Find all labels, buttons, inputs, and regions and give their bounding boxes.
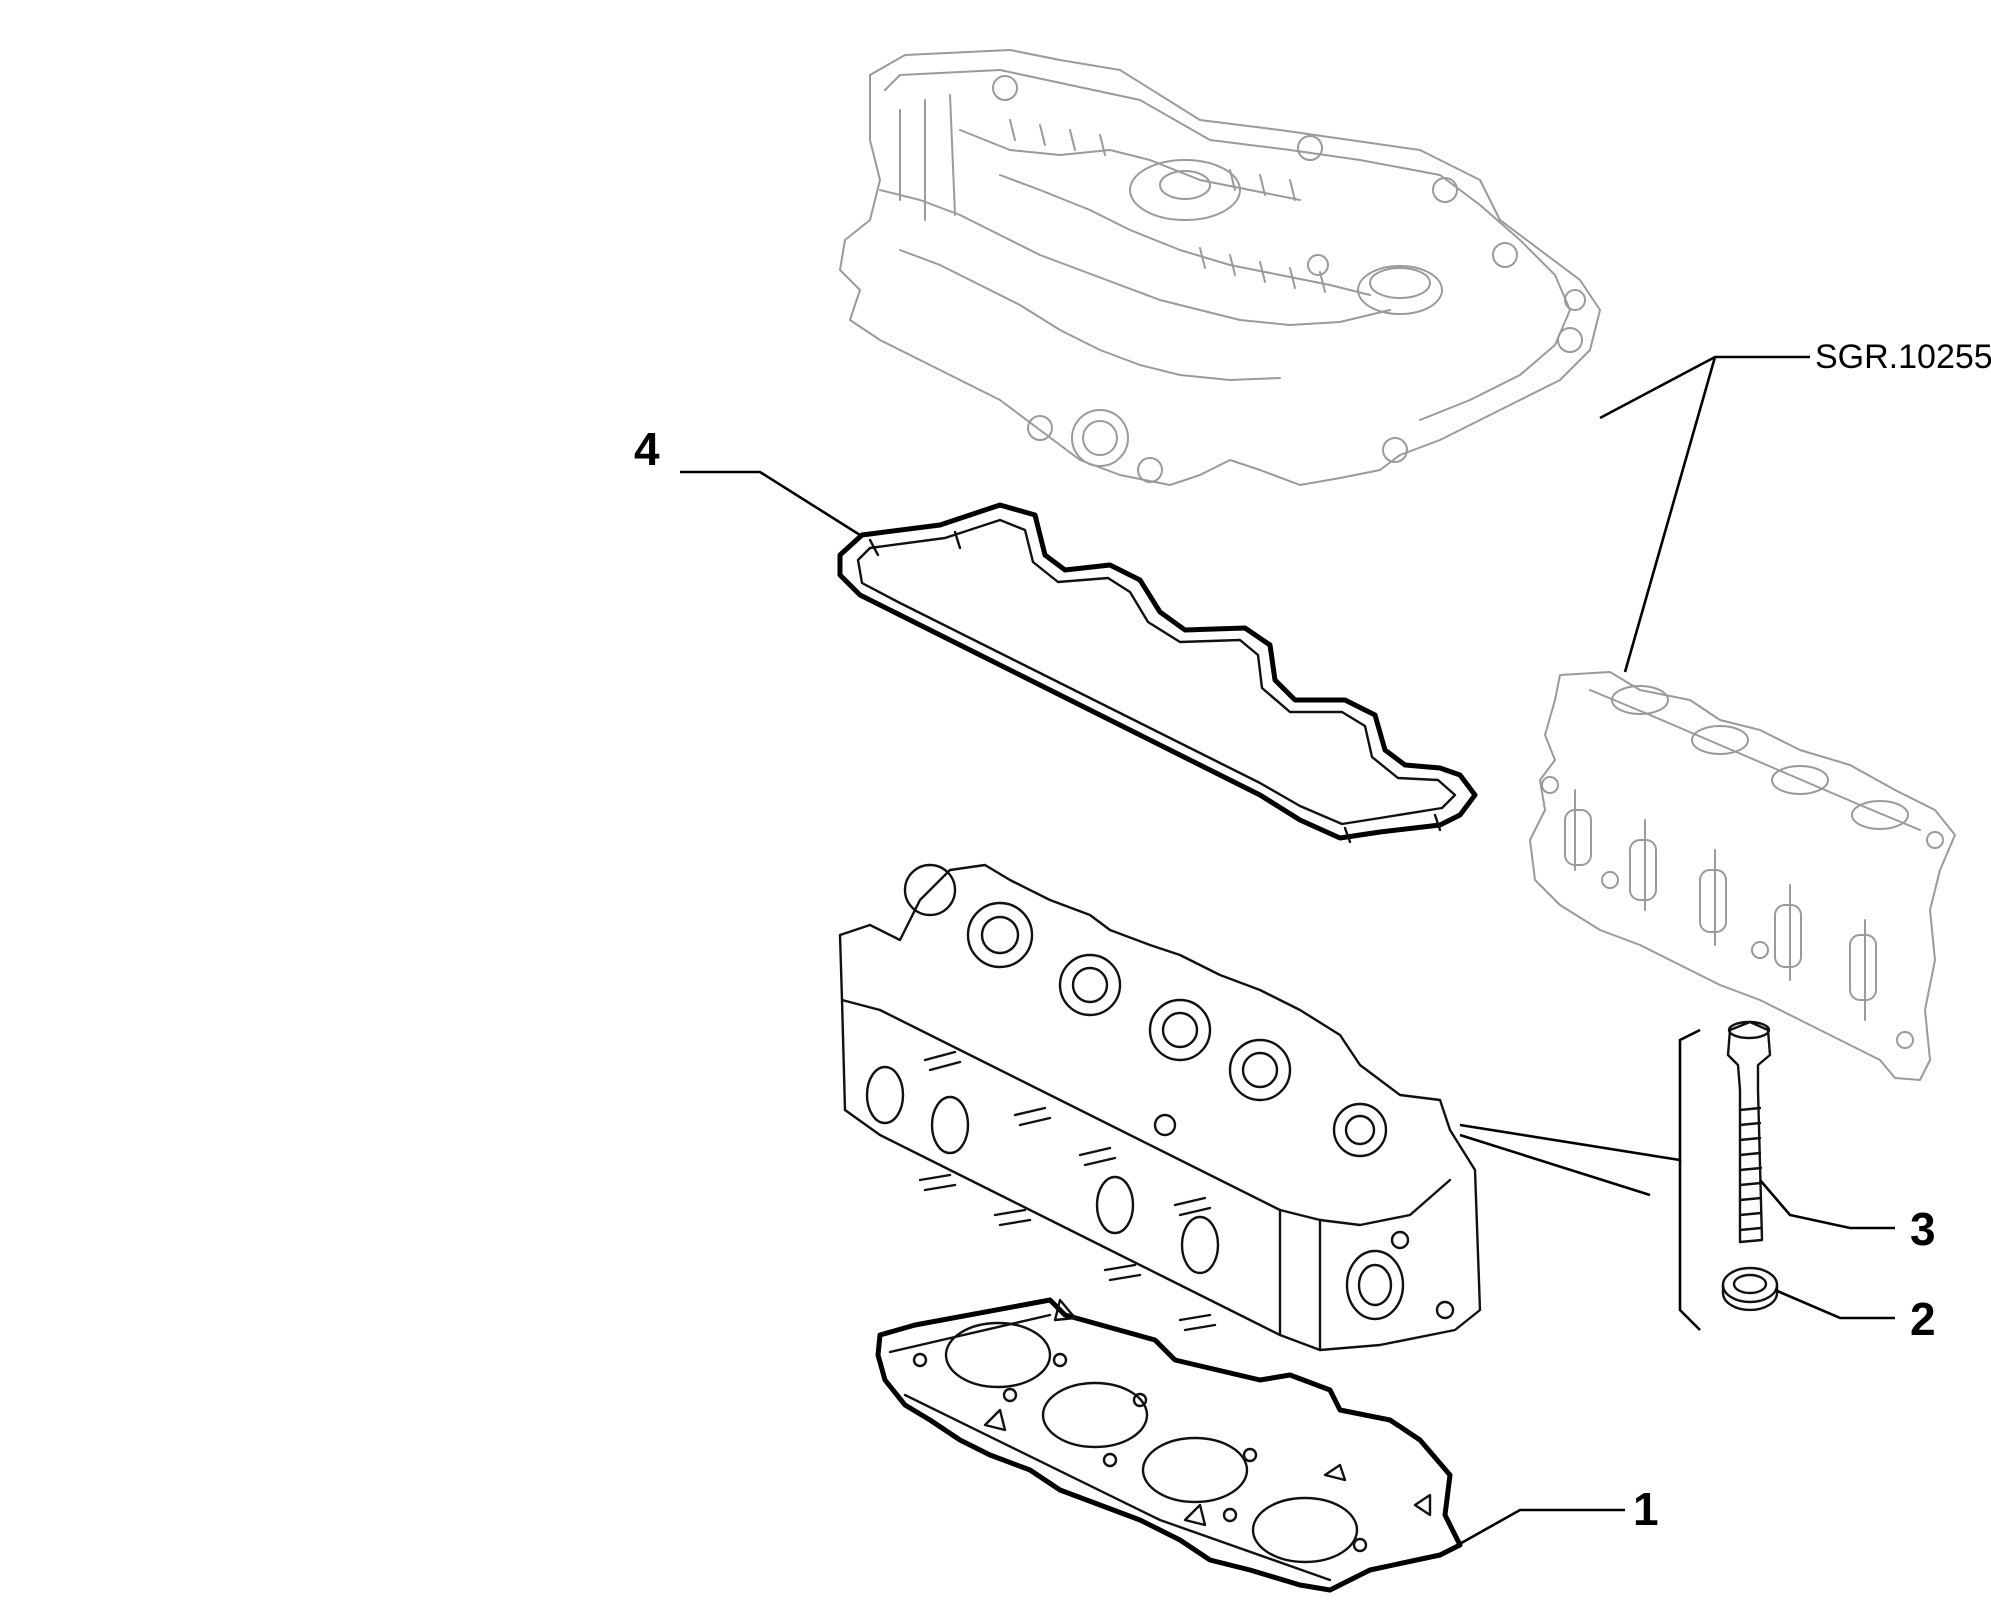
callout-3: 3 (1910, 1203, 1936, 1255)
callout-4: 4 (634, 423, 660, 475)
intake-manifold-illustration (1529, 671, 1956, 1081)
head-gasket-illustration (875, 1297, 1463, 1593)
callout-2: 2 (1910, 1293, 1936, 1345)
head-bolt-illustration (1726, 1020, 1772, 1244)
callout-1: 1 (1633, 1483, 1659, 1535)
leader-lines (680, 355, 1895, 1557)
rocker-cover-gasket-illustration (837, 502, 1478, 844)
rocker-cover-illustration (839, 49, 1601, 486)
washer-illustration (1721, 1266, 1779, 1312)
reference-label-sgr: SGR.10255 (1815, 338, 1991, 376)
cylinder-head-illustration (838, 863, 1482, 1352)
